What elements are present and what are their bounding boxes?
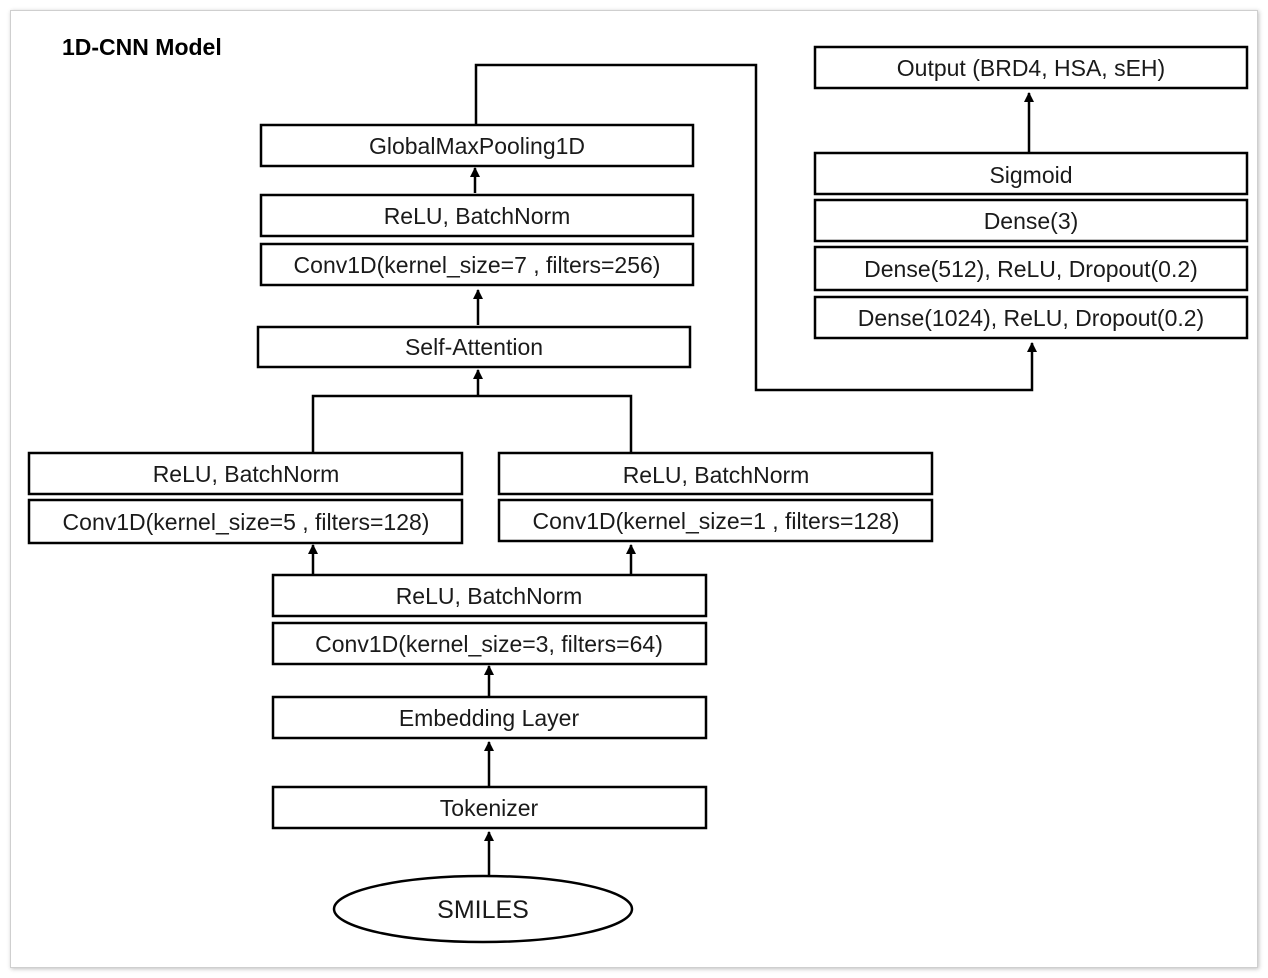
pool-to-dense-route [474, 63, 1037, 392]
dense-3-node: Dense(3) [813, 198, 1249, 243]
connectors [308, 63, 1037, 880]
global-max-pool-label: GlobalMaxPooling1D [369, 133, 585, 159]
conv-k7-node: Conv1D(kernel_size=7 , filters=256) [259, 242, 695, 287]
tokenizer-node: Tokenizer [271, 785, 708, 830]
sigmoid-node: Sigmoid [813, 151, 1249, 196]
tokenizer-label: Tokenizer [440, 795, 539, 821]
smiles-input: SMILES [332, 874, 634, 944]
output-node: Output (BRD4, HSA, sEH) [813, 45, 1249, 90]
self-attention-node: Self-Attention [256, 325, 692, 369]
relu-bn-k1-node: ReLU, BatchNorm [497, 451, 934, 496]
output-label: Output (BRD4, HSA, sEH) [897, 55, 1165, 81]
self-attention-label: Self-Attention [405, 334, 543, 360]
dense-1024-node: Dense(1024), ReLU, Dropout(0.2) [813, 295, 1249, 340]
dense-512-node: Dense(512), ReLU, Dropout(0.2) [813, 245, 1249, 292]
conv-k3-node: Conv1D(kernel_size=3, filters=64) [271, 621, 708, 666]
relu-bn-k1-label: ReLU, BatchNorm [623, 462, 810, 488]
conv-k1-label: Conv1D(kernel_size=1 , filters=128) [533, 508, 900, 534]
relu-bn-k5-node: ReLU, BatchNorm [27, 451, 464, 496]
relu-bn-k7-node: ReLU, BatchNorm [259, 193, 695, 238]
global-max-pool-node: GlobalMaxPooling1D [259, 123, 695, 168]
dense-512-label: Dense(512), ReLU, Dropout(0.2) [864, 256, 1198, 282]
dense-1024-label: Dense(1024), ReLU, Dropout(0.2) [858, 305, 1204, 331]
relu-bn-k3-node: ReLU, BatchNorm [271, 573, 708, 618]
dense-3-label: Dense(3) [984, 208, 1079, 234]
merge-branches-line [311, 394, 633, 452]
relu-bn-k5-label: ReLU, BatchNorm [153, 461, 340, 487]
smiles-ellipse [332, 874, 634, 944]
relu-bn-k3-label: ReLU, BatchNorm [396, 583, 583, 609]
embedding-node: Embedding Layer [271, 695, 708, 740]
conv-k3-label: Conv1D(kernel_size=3, filters=64) [315, 631, 663, 657]
smiles-label: SMILES [437, 896, 529, 924]
conv-k1-node: Conv1D(kernel_size=1 , filters=128) [497, 498, 934, 543]
conv-k5-node: Conv1D(kernel_size=5 , filters=128) [27, 498, 464, 545]
relu-bn-k7-label: ReLU, BatchNorm [384, 203, 571, 229]
diagram-title: 1D-CNN Model [62, 34, 222, 60]
conv-k5-label: Conv1D(kernel_size=5 , filters=128) [63, 509, 430, 535]
sigmoid-label: Sigmoid [989, 162, 1072, 188]
conv-k7-label: Conv1D(kernel_size=7 , filters=256) [294, 252, 661, 278]
embedding-label: Embedding Layer [399, 705, 580, 731]
